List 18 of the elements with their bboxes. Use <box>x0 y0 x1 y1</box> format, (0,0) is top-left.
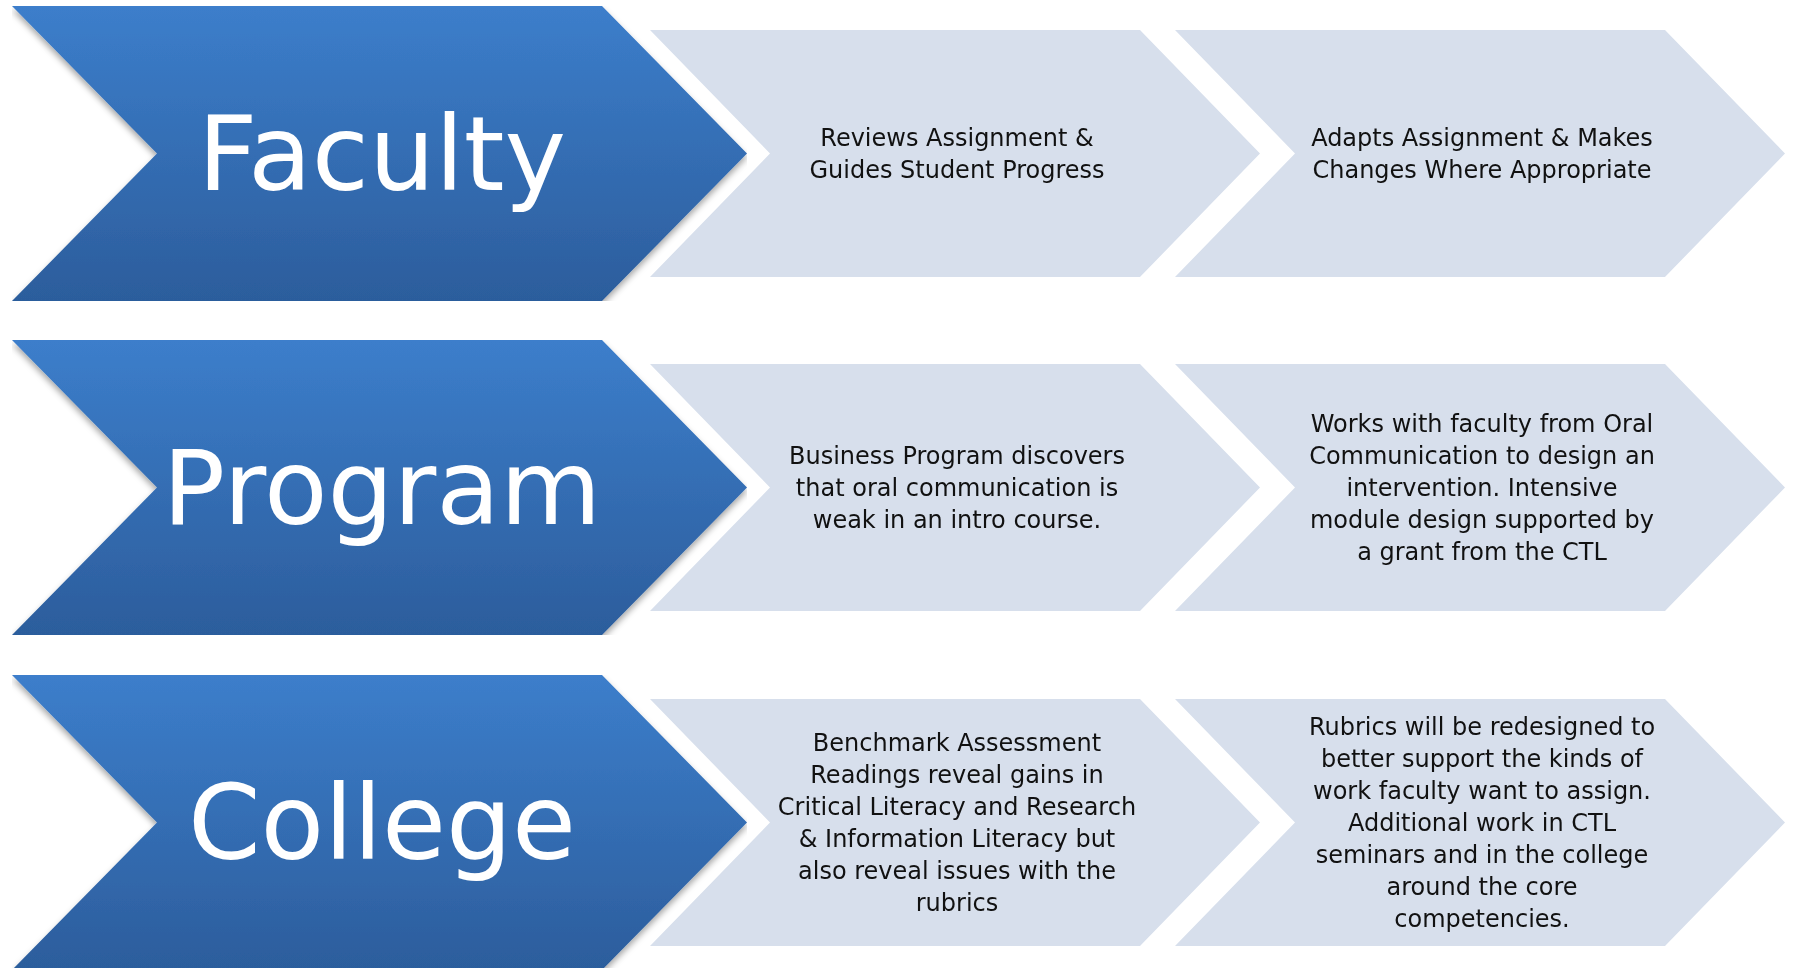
step-text: Works with faculty from Oral Communication to design an intervention. Intensive module design supported by a grant from the CTL <box>1308 408 1656 568</box>
step-panel <box>650 30 1260 277</box>
step-text: Adapts Assignment & Makes Changes Where Appropriate <box>1310 122 1654 186</box>
step-panel <box>1175 699 1785 946</box>
step-panel <box>650 364 1260 611</box>
step-text: Business Program discovers that oral communication is weak in an intro course. <box>788 440 1126 536</box>
step-text: Benchmark Assessment Readings reveal gains in Critical Literacy and Research & Information Literacy but also reveal issues with the rubrics <box>777 727 1137 919</box>
level-title: College <box>188 761 576 884</box>
step-text: Rubrics will be redesigned to better support the kinds of work faculty want to assign. Additional work in CTL seminars and in the college around the core competencies. <box>1307 711 1657 935</box>
step-panel <box>1175 364 1785 611</box>
step-panel <box>650 699 1260 946</box>
step-panel <box>1175 30 1785 277</box>
level-title: Program <box>162 426 602 549</box>
step-text: Reviews Assignment & Guides Student Progress <box>808 122 1106 186</box>
level-title: Faculty <box>197 92 567 215</box>
level-banner <box>12 6 747 301</box>
level-banner <box>12 675 747 968</box>
level-banner <box>12 340 747 635</box>
